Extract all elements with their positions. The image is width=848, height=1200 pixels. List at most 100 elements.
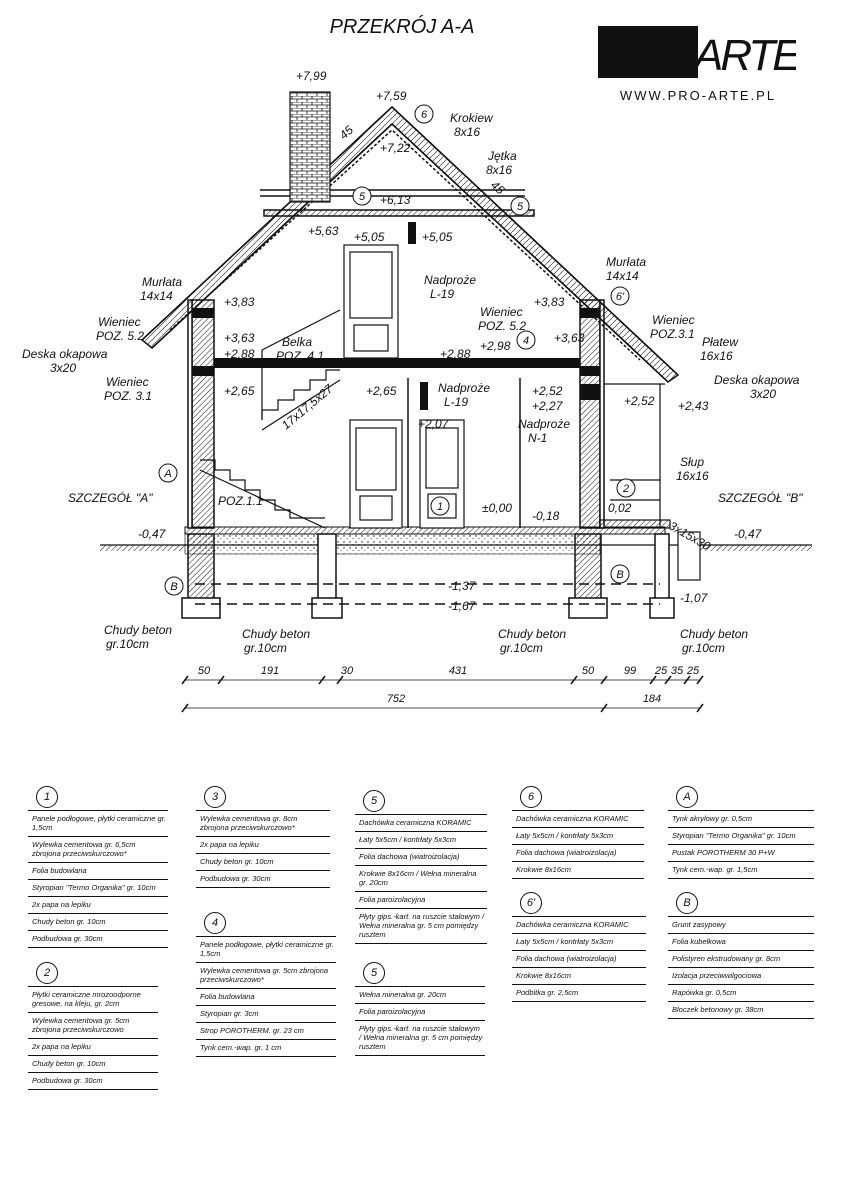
legend-row: Płyty gips.-kart. na ruszcie stalowym / … [355,1020,485,1056]
terrace [599,383,701,581]
label-deska-left-dim: 3x20 [50,361,76,375]
logo-url: WWW.PRO-ARTE.PL [619,88,777,103]
floor-layers [184,533,601,555]
chimney [289,91,331,203]
legend-row: Styropian gr. 3cm [196,1005,336,1022]
label-chudy-1: Chudy beton [104,623,172,637]
foundations [181,533,675,619]
ring-beam-left [192,366,214,376]
legend-row: Krokwie 8x16cm [512,967,646,984]
mark-5-b: 5 [517,201,524,213]
label-jetka: Jętka [487,149,517,163]
legend-row: Tynk cem.-wap. gr. 1 cm [196,1039,336,1057]
legend-row: Folia dachowa (wiatroizolacja) [512,950,646,967]
label-chudy-3-gr: gr.10cm [500,641,543,655]
dim-184: 184 [643,693,661,705]
legend-row: Wylewka cementowa gr. 8cm zbrojona przec… [196,810,330,836]
legend-mark: 1 [36,786,58,808]
label-wieniec31-left-poz: POZ. 3.1 [104,389,152,403]
mark-2: 2 [622,483,629,495]
elev-298: +2,98 [480,339,511,353]
elev-563: +5,63 [308,224,339,238]
legend-row: Folia paroizolacyjna [355,1003,485,1020]
elev-ceiling-top: +6,13 [380,193,411,207]
legend-row: Folia paroizolacyjna [355,891,487,908]
dimension-lines [181,675,704,713]
legend-row: Wylewka cementowa gr. 5cm zbrojona przec… [196,962,336,988]
lintel-lower [420,382,428,410]
elev-227: +2,27 [532,399,564,413]
label-murlata-right-dim: 14x14 [606,269,639,283]
elev-252-terrace: +2,52 [624,394,655,408]
mark-b-right: B [616,569,623,581]
elevation-marks: +7,99 +7,59 +7,22 +6,13 +5,63 +5,05 +5,0… [138,69,763,613]
legend-row: Folia kubełkowa [668,933,814,950]
doors [343,244,465,529]
label-platew-dim: 16x16 [700,349,733,363]
section-mark-labels: 6 5 5 6' 4 1 2 A B B [163,109,629,593]
elev-chimney-top: +7,99 [296,69,327,83]
legend-mark: 6' [520,892,542,914]
legend-row: Panele podłogowe, płytki ceramiczne gr. … [196,936,336,962]
label-murlata-left-dim: 14x14 [140,289,173,303]
label-deska-right: Deska okapowa [714,373,800,387]
dim-25-a: 25 [654,665,668,677]
ring-beam-52-left [192,308,214,318]
label-chudy-2-gr: gr.10cm [244,641,287,655]
svg-text:ARTE: ARTE [691,31,796,80]
walls [187,299,605,529]
drawing-title: PRZEKRÓJ A-A [330,15,475,38]
staircase [199,309,341,529]
mark-5-a: 5 [359,191,366,203]
legend-mark: 3 [204,786,226,808]
legend-row: Chudy beton gr. 10cm [196,853,330,870]
proarte-logo: PRO ARTE [598,26,805,82]
legend-row: Wełna mineralna gr. 20cm [355,986,485,1003]
legend-row: Panele podłogowe, płytki ceramiczne gr. … [28,810,168,836]
legend-row: Dachówka ceramiczna KORAMIC [512,916,646,933]
legend-row: Chudy beton gr. 10cm [28,913,168,930]
mark-6-prime: 6' [616,291,625,303]
legend-row: 2x papa na lepiku [28,1038,158,1055]
legend-row: Podbitka gr. 2,5cm [512,984,646,1002]
lintel-upper [408,222,416,244]
dim-50-right: 50 [582,665,595,677]
section-marks [158,104,636,596]
elev-252: +2,52 [532,384,563,398]
legend-row: Folia budowlana [196,988,336,1005]
elev-243: +2,43 [678,399,709,413]
legend-row: Izolacja przeciwwilgociowa [668,967,814,984]
label-nadproze-n1: Nadproże [518,417,570,431]
label-angle-right: 45 [488,178,508,198]
ceiling-slab [214,358,580,368]
mark-1: 1 [437,501,443,513]
elev-265-mid: +2,65 [366,384,397,398]
legend-row: Styropian "Termo Organika" gr. 10cm [28,879,168,896]
label-deska-right-dim: 3x20 [750,387,776,401]
elev-265-left: +2,65 [224,384,255,398]
label-wieniec52-right-poz: POZ. 5.2 [478,319,526,333]
legend-row: Grunt zasypowy [668,916,814,933]
dim-35: 35 [671,665,684,677]
legend-row: Tynk cem.-wap. gr. 1,5cm [668,861,814,879]
ring-beam-52-right [580,308,600,318]
legend-row: Krokwie 8x16cm [512,861,644,879]
dim-50-left: 50 [198,665,211,677]
label-belka: Belka [282,335,312,349]
elev-137: -1,37 [448,579,477,593]
legend-row: Łaty 5x5cm / kontrłaty 5x3cm [512,827,644,844]
label-krokiew: Krokiew [450,111,494,125]
elev-207: +2,07 [418,417,450,431]
legend-mark: A [676,786,698,808]
legend-row: Wylewka cementowa gr. 5cm zbrojona przec… [28,1012,158,1038]
label-poz11: POZ.1.1 [218,494,263,508]
label-jetka-dim: 8x16 [486,163,512,177]
label-belka-poz: POZ. 4.1 [276,349,324,363]
legend-row: Krokwie 8x16cm / Wełna mineralna gr. 20c… [355,865,487,891]
legend-row: Pustak POROTHERM 30 P+W [668,844,814,861]
